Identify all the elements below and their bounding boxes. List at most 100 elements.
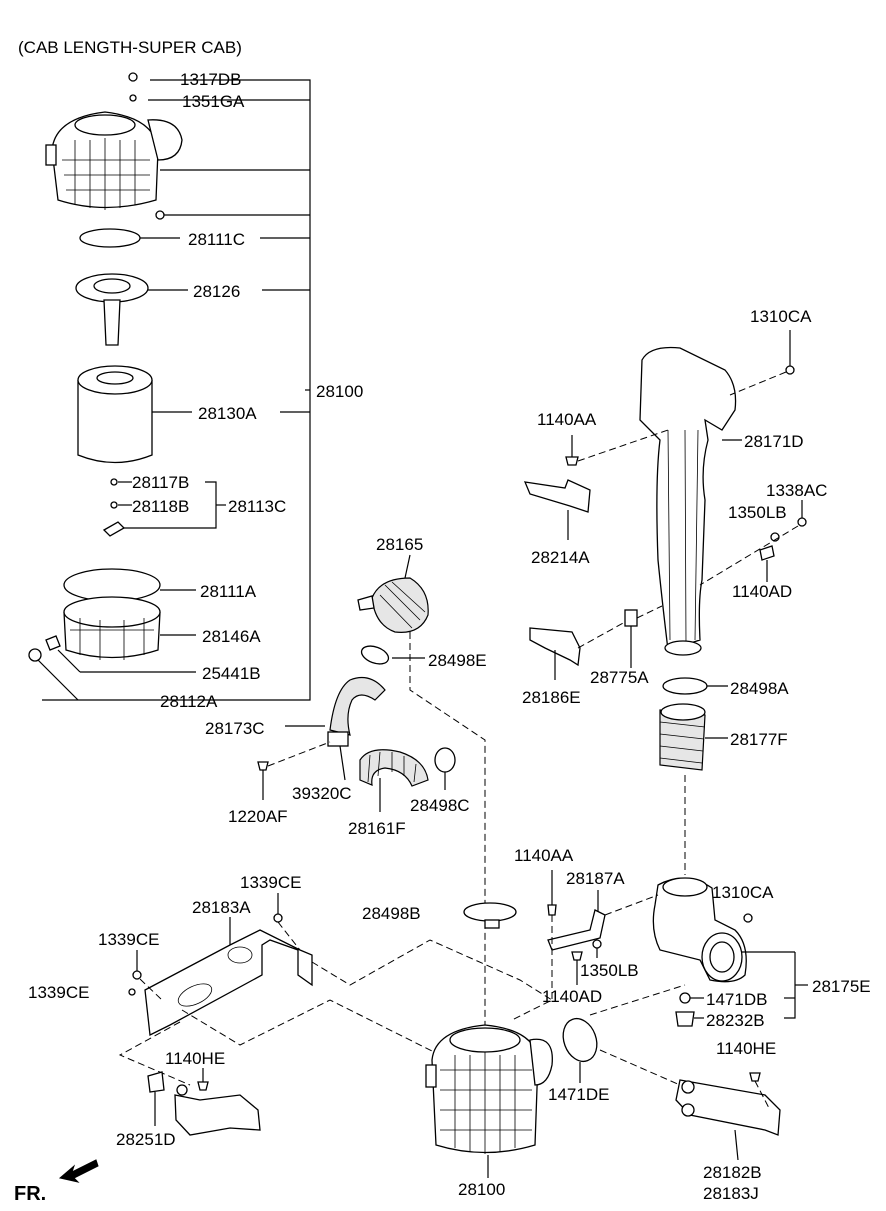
sensor-39320c [327, 731, 349, 747]
clip-28117b [110, 478, 118, 486]
label-1310ca-top: 1310CA [750, 307, 812, 326]
bracket-28214a [523, 479, 591, 513]
screw-1310ca-bot [743, 913, 753, 923]
bolt-1339ce-a [273, 913, 283, 923]
label-28161f: 28161F [348, 819, 406, 838]
label-1471de: 1471DE [548, 1085, 609, 1104]
intake-hose-group [257, 554, 486, 1030]
label-28187a: 28187A [566, 869, 625, 888]
label-1310ca-bot: 1310CA [712, 883, 774, 902]
snorkel-28171d [639, 346, 737, 651]
air-cleaner-assembly-28100 [425, 1024, 553, 1178]
cap-28112a [28, 648, 42, 662]
bolt-1220af [257, 761, 269, 771]
bolt-1140aa-top [565, 456, 579, 466]
clip-25441b [45, 635, 61, 651]
label-28112a: 28112A [160, 692, 218, 711]
clamp-28498a [662, 677, 708, 695]
bolt-1140ad-bot [571, 951, 583, 961]
label-28100-bot: 28100 [458, 1180, 505, 1199]
insulator-28232b [675, 1011, 695, 1027]
label-28173c: 28173C [205, 719, 265, 738]
clamp-1471de [562, 1017, 598, 1063]
label-1350lb-top: 1350LB [728, 503, 787, 522]
label-28214a: 28214A [531, 548, 590, 567]
label-28182b: 28182B [703, 1163, 762, 1182]
clip-28775a [624, 609, 638, 627]
snorkel-group [523, 330, 807, 875]
label-28498a: 28498A [730, 679, 789, 698]
label-28186e: 28186E [522, 688, 581, 707]
air-cleaner-body-28146a [63, 596, 161, 660]
label-28183a: 28183A [192, 898, 251, 917]
front-arrow-icon [58, 1159, 99, 1183]
bracket-28186e [529, 627, 581, 667]
label-1140ad-top: 1140AD [732, 582, 792, 601]
label-28113c: 28113C [228, 497, 286, 516]
label-1140he-left: 1140HE [165, 1049, 225, 1068]
front-direction-indicator: FR. [14, 1159, 99, 1205]
bracket-28183a [144, 929, 313, 1036]
bolt-1140ad-top [759, 545, 775, 561]
label-1351ga: 1351GA [182, 92, 245, 111]
label-28111a: 28111A [200, 582, 257, 601]
label-39320c: 39320C [292, 784, 352, 803]
bolt-1317db [128, 72, 138, 82]
label-28251d: 28251D [116, 1130, 176, 1149]
label-1338ac: 1338AC [766, 481, 827, 500]
screw-1310ca-top [785, 365, 795, 375]
label-28146a: 28146A [202, 627, 261, 646]
label-1339ce-a: 1339CE [240, 873, 301, 892]
label-1317db: 1317DB [180, 70, 241, 89]
air-cleaner-exploded-group [28, 72, 311, 701]
label-28232b: 28232B [706, 1011, 765, 1030]
mount-28251d [147, 1071, 165, 1093]
label-28775a: 28775A [590, 668, 649, 687]
bolt-1140he-right [749, 1072, 761, 1082]
grommet-1471db [679, 992, 691, 1004]
bolt-1140he-left [197, 1081, 209, 1091]
bracket-28182b [675, 1079, 781, 1136]
label-1220af: 1220AF [228, 807, 288, 826]
label-28171d: 28171D [744, 432, 804, 451]
label-1140aa-bot: 1140AA [514, 846, 574, 865]
hose-28161f [359, 749, 429, 787]
clamp-28498b [463, 902, 517, 922]
bolt-1140aa-bot [547, 904, 557, 916]
label-1140he-right: 1140HE [716, 1039, 776, 1058]
valve-28113c [102, 521, 126, 537]
label-1350lb-bot: 1350LB [580, 961, 639, 980]
label-28117b: 28117B [132, 473, 189, 492]
lower-duct-group [463, 870, 808, 1161]
boot-28165 [371, 577, 429, 633]
lower-bracket-group [118, 893, 554, 1136]
seal-ring-28111c [79, 228, 141, 248]
bolt-1339ce-b [132, 970, 142, 980]
label-25441b: 25441B [202, 664, 261, 683]
label-28165: 28165 [376, 535, 423, 554]
label-28175e: 28175E [812, 977, 871, 996]
clip-28118b [110, 501, 118, 509]
front-label: FR. [14, 1183, 46, 1205]
clamp-28498e [360, 645, 390, 665]
label-1339ce-c: 1339CE [28, 983, 89, 1002]
label-28100-top: 28100 [316, 382, 363, 401]
label-1140ad-bot: 1140AD [542, 987, 602, 1006]
label-28126: 28126 [193, 282, 240, 301]
clip-nut [155, 210, 165, 220]
label-1471db: 1471DB [706, 990, 767, 1009]
clip-1351ga [129, 94, 137, 102]
clamp-28498c [434, 747, 456, 773]
bolt-1339ce-c [128, 988, 136, 996]
label-28183j: 28183J [703, 1184, 759, 1203]
seal-ring-28111a [63, 568, 161, 602]
label-28498e: 28498E [428, 651, 487, 670]
label-28118b: 28118B [132, 497, 189, 516]
diagram-caption: (CAB LENGTH-SUPER CAB) [18, 38, 242, 57]
label-28130a: 28130A [198, 404, 257, 423]
filter-element-28130a [77, 365, 153, 464]
label-28498c: 28498C [410, 796, 470, 815]
label-1339ce-b: 1339CE [98, 930, 159, 949]
label-28111c: 28111C [188, 230, 245, 249]
